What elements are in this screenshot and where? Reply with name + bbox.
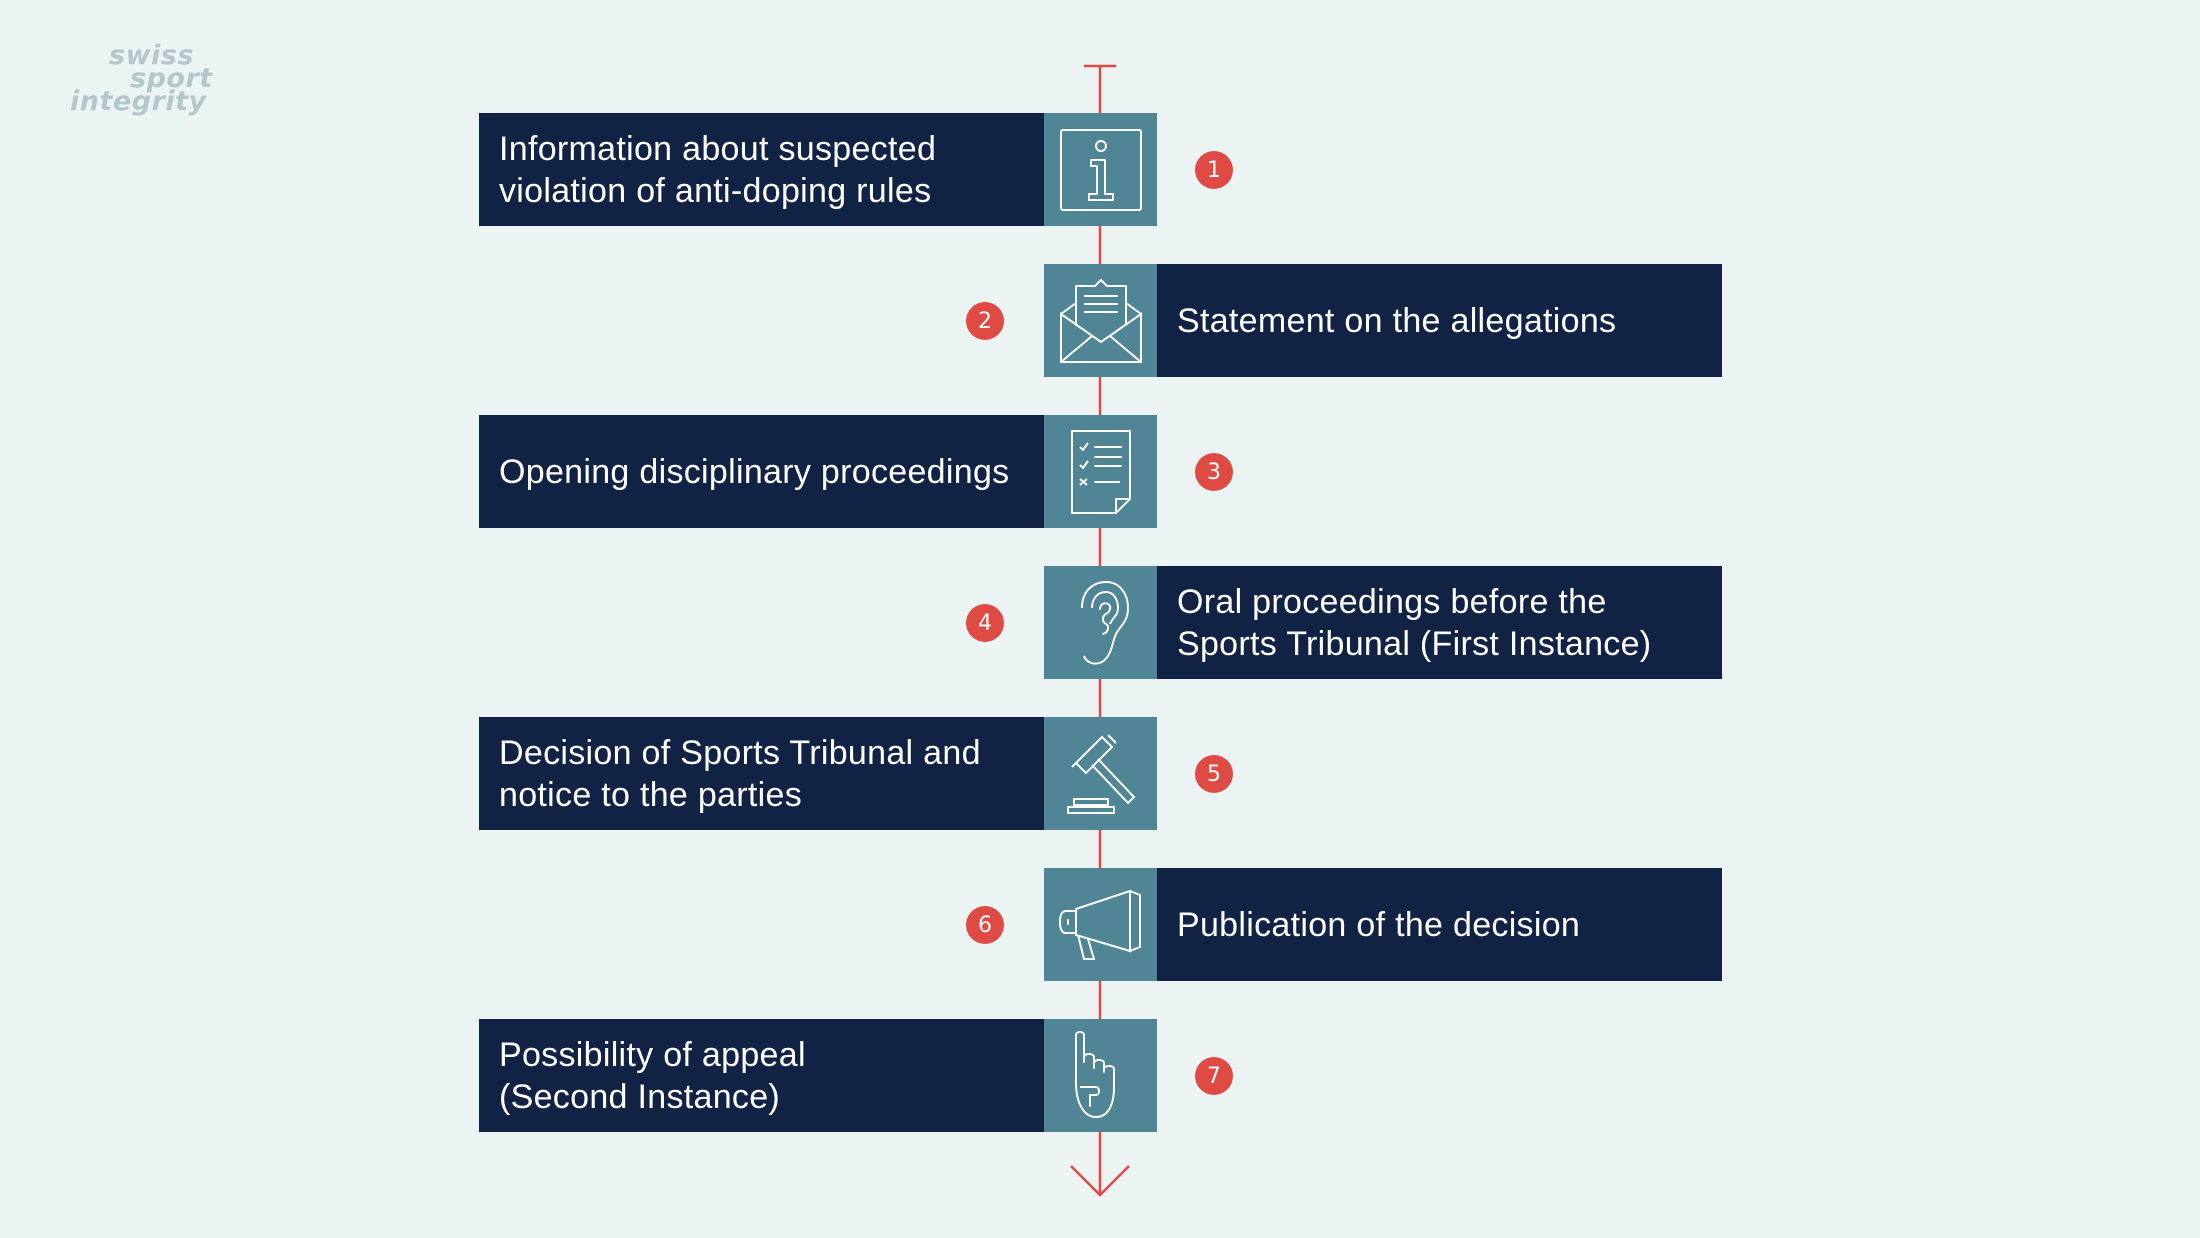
checklist-icon xyxy=(1070,429,1131,514)
step-7-badge: 7 xyxy=(1195,1057,1233,1095)
megaphone-icon xyxy=(1058,889,1141,960)
step-4-label: Oral proceedings before the Sports Tribu… xyxy=(1157,566,1722,679)
step-2-label: Statement on the allegations xyxy=(1157,264,1722,377)
step-7-text: Possibility of appeal (Second Instance) xyxy=(499,1035,806,1116)
timeline-arrowhead xyxy=(1070,1165,1130,1197)
info-icon xyxy=(1059,128,1142,211)
logo: swiss sport integrity xyxy=(66,40,213,117)
step-6-label: Publication of the decision xyxy=(1157,868,1722,981)
step-1-label: Information about suspected violation of… xyxy=(479,113,1044,226)
step-3-text: Opening disciplinary proceedings xyxy=(499,452,1010,491)
hand-icon xyxy=(1074,1030,1115,1118)
envelope-icon xyxy=(1059,278,1142,363)
step-5-text: Decision of Sports Tribunal and notice t… xyxy=(499,733,981,814)
step-2-icon-box xyxy=(1044,264,1157,377)
ear-icon xyxy=(1080,580,1129,665)
logo-line-3: integrity xyxy=(70,86,207,117)
step-4-badge: 4 xyxy=(966,604,1004,642)
step-3-icon-box xyxy=(1044,415,1157,528)
step-7-label: Possibility of appeal (Second Instance) xyxy=(479,1019,1044,1132)
logo-line-2: sport xyxy=(130,63,213,94)
step-4-icon-box xyxy=(1044,566,1157,679)
step-7-icon-box xyxy=(1044,1019,1157,1132)
step-1-icon-box xyxy=(1044,113,1157,226)
step-4-text: Oral proceedings before the Sports Tribu… xyxy=(1177,582,1652,663)
step-2-text: Statement on the allegations xyxy=(1177,301,1617,340)
step-6-badge: 6 xyxy=(966,906,1004,944)
step-5-icon-box xyxy=(1044,717,1157,830)
step-3-badge: 3 xyxy=(1195,453,1233,491)
step-5-label: Decision of Sports Tribunal and notice t… xyxy=(479,717,1044,830)
step-3-label: Opening disciplinary proceedings xyxy=(479,415,1044,528)
gavel-icon xyxy=(1066,733,1135,814)
step-1-badge: 1 xyxy=(1195,151,1233,189)
step-5-badge: 5 xyxy=(1195,755,1233,793)
logo-line-1: swiss xyxy=(109,40,194,71)
step-1-text: Information about suspected violation of… xyxy=(499,129,937,210)
step-2-badge: 2 xyxy=(966,302,1004,340)
step-6-text: Publication of the decision xyxy=(1177,905,1581,944)
step-6-icon-box xyxy=(1044,868,1157,981)
